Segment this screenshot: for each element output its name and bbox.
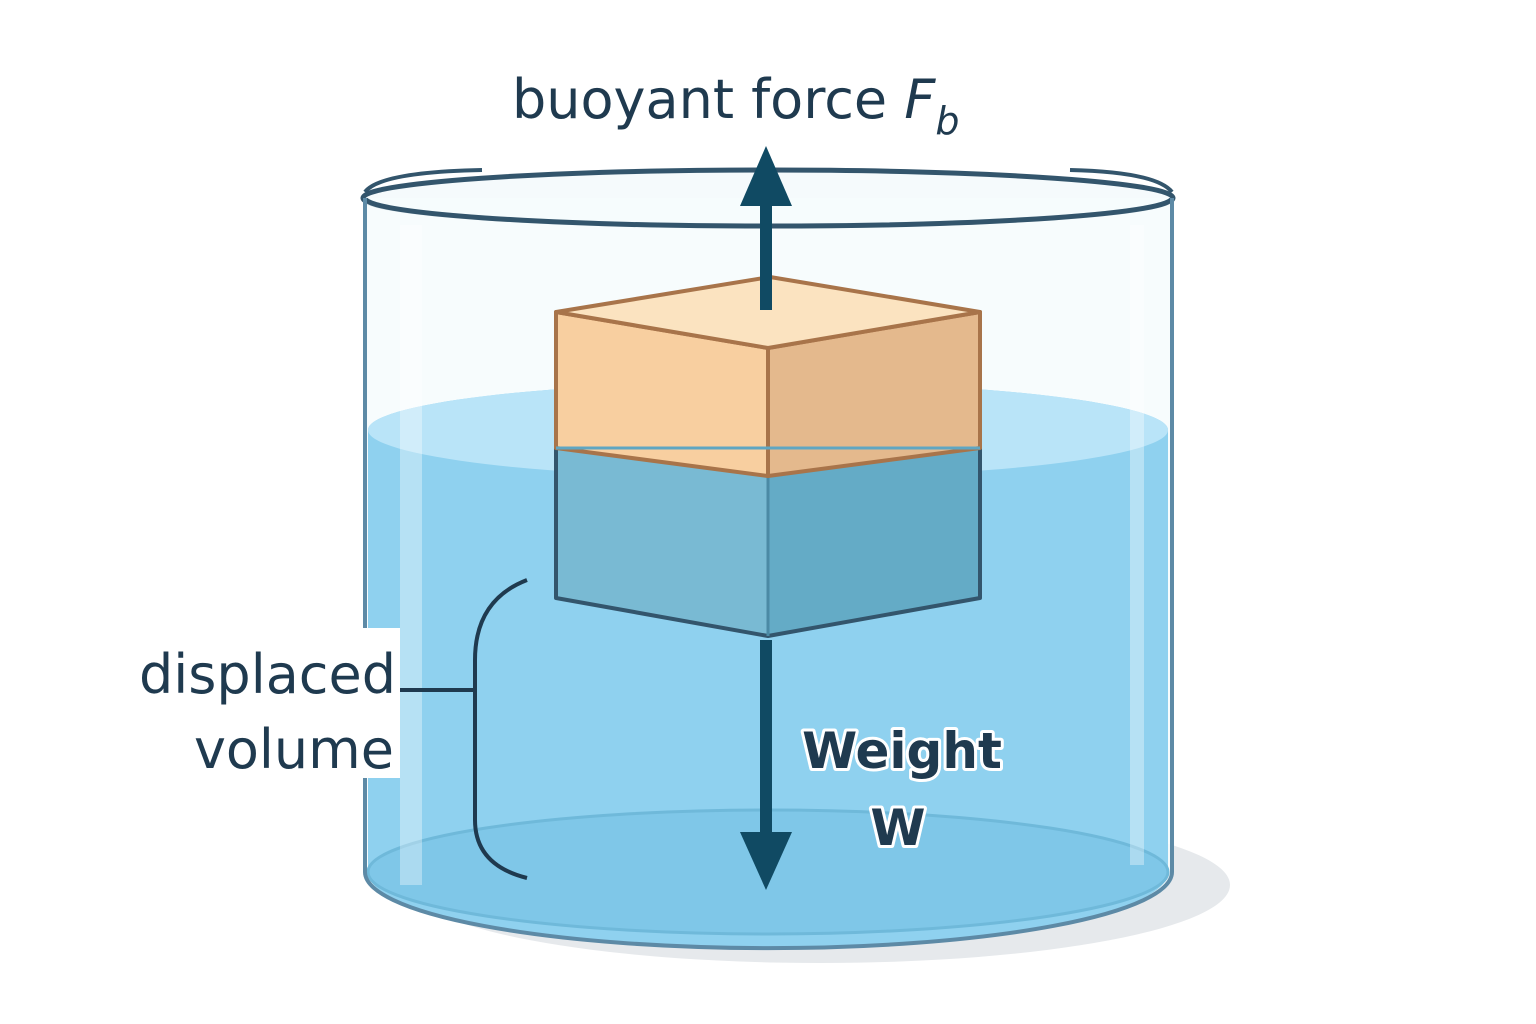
block-submerged-front (556, 448, 768, 636)
buoyant-force-label: buoyant force Fb (512, 68, 959, 143)
displaced-volume-label-line2: volume (194, 718, 394, 781)
label-backdrop-displaced (98, 628, 400, 778)
buoyant-force-subscript: b (935, 99, 959, 143)
block-submerged-side (768, 448, 980, 636)
rim-tail-left (363, 168, 483, 194)
block-top-face (554, 275, 982, 350)
container-base-front (363, 871, 1174, 951)
weight-label-line2: W (870, 799, 925, 857)
weight-arrowhead (740, 832, 792, 890)
glass-highlight-right (1130, 225, 1144, 865)
weight-label-line1: Weight (802, 722, 1002, 780)
rim-tail-right (1069, 168, 1174, 194)
glass-highlight-left (400, 225, 422, 885)
buoyant-force-arrowhead (740, 146, 792, 206)
buoyant-force-symbol: F (904, 68, 936, 131)
displaced-volume-bracket (473, 578, 528, 880)
displaced-volume-label-line1: displaced (139, 643, 396, 706)
